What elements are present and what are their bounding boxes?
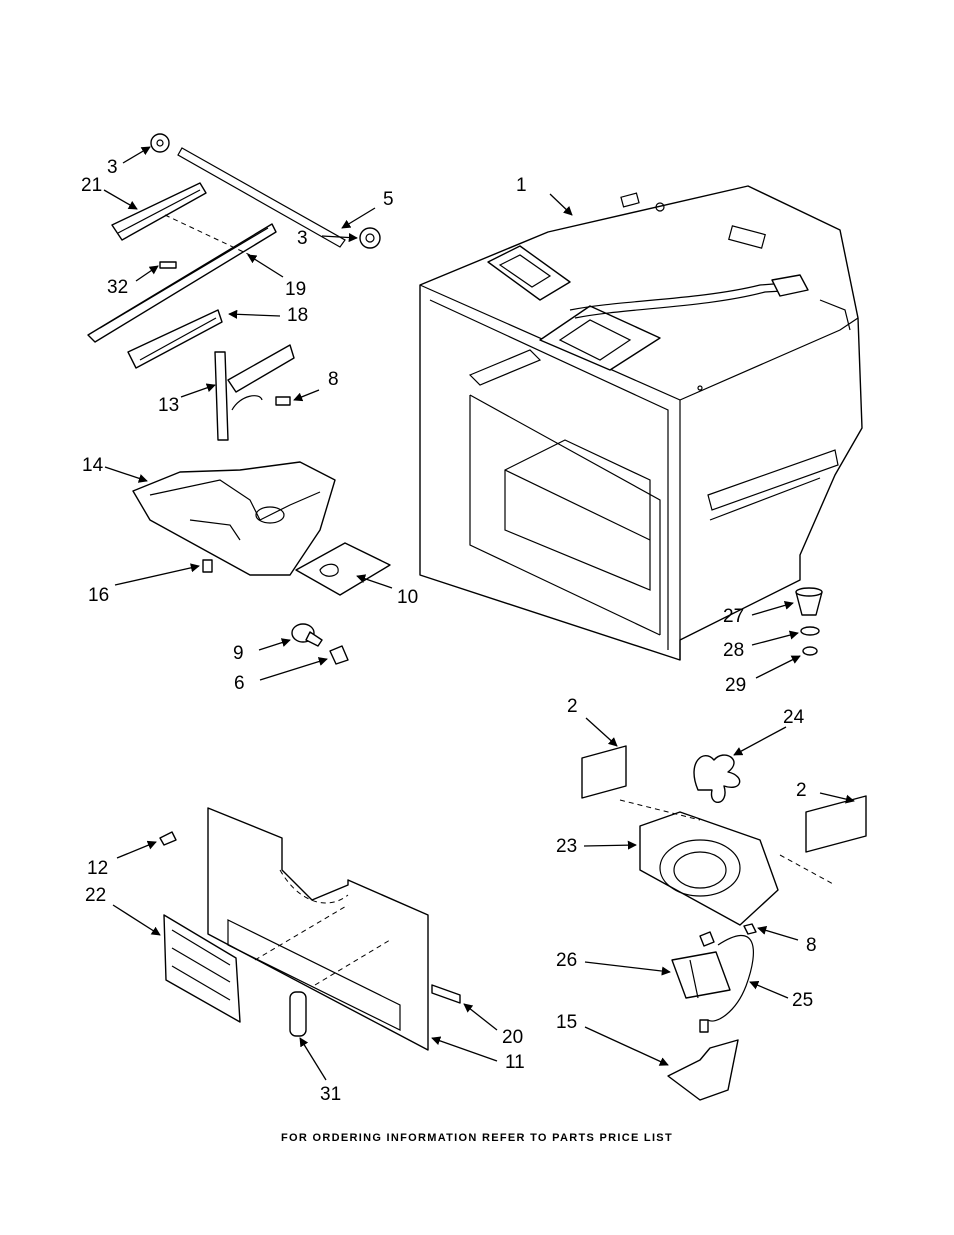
- callout-24: 24: [783, 708, 804, 727]
- fan-motor-assembly: [668, 932, 753, 1100]
- callout-11: 11: [505, 1053, 525, 1072]
- callout-27: 27: [723, 607, 744, 626]
- callout-5: 5: [383, 190, 394, 209]
- callout-18: 18: [287, 306, 308, 325]
- callout-22: 22: [85, 886, 106, 905]
- callout-31: 31: [320, 1085, 341, 1104]
- callout-3: 3: [107, 158, 118, 177]
- callout-9: 9: [233, 644, 244, 663]
- slide-bracket-assembly: [128, 310, 294, 440]
- callout-3-right: 3: [297, 229, 308, 248]
- evaporator-fan-assembly: [582, 746, 866, 934]
- callout-19: 19: [285, 280, 306, 299]
- drain-parts: [796, 588, 822, 655]
- callout-21: 21: [81, 176, 102, 195]
- callout-2: 2: [567, 697, 578, 716]
- callout-2-right: 2: [796, 781, 807, 800]
- callout-29: 29: [725, 676, 746, 695]
- callout-12: 12: [87, 859, 108, 878]
- callout-1: 1: [516, 176, 527, 195]
- callout-8: 8: [328, 370, 339, 389]
- callout-28: 28: [723, 641, 744, 660]
- ice-cover-assembly: [133, 462, 390, 664]
- footer-note: FOR ORDERING INFORMATION REFER TO PARTS …: [0, 1132, 954, 1144]
- callout-10: 10: [397, 588, 418, 607]
- callout-20: 20: [502, 1028, 523, 1047]
- callout-32: 32: [107, 278, 128, 297]
- callout-14: 14: [82, 456, 103, 475]
- callout-13: 13: [158, 396, 179, 415]
- callout-15: 15: [556, 1013, 577, 1032]
- callout-23: 23: [556, 837, 577, 856]
- left-rail-assembly: [88, 134, 380, 342]
- callout-8-lower: 8: [806, 936, 817, 955]
- callout-25: 25: [792, 991, 813, 1010]
- callout-16: 16: [88, 586, 109, 605]
- callout-6: 6: [234, 674, 245, 693]
- freezer-liner-part: [420, 186, 862, 660]
- callout-26: 26: [556, 951, 577, 970]
- rear-panel-assembly: [160, 808, 460, 1050]
